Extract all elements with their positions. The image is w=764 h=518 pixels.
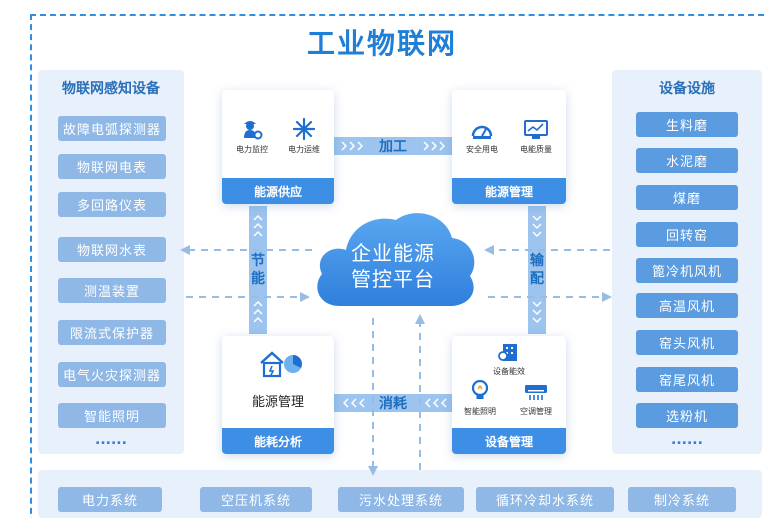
right-item[interactable]: 回转窑 [636,222,738,247]
bottom-flow-band: 消耗 [334,394,452,412]
energy-management-card[interactable]: 安全用电 电能质量 能源管理 [452,90,566,204]
right-item[interactable]: 生料磨 [636,112,738,137]
bottom-item[interactable]: 制冷系统 [628,487,736,512]
right-item[interactable]: 窑尾风机 [636,367,738,392]
right-item[interactable]: 篦冷机风机 [636,258,738,283]
bottom-item[interactable]: 污水处理系统 [338,487,464,512]
right-item[interactable]: 窑头风机 [636,330,738,355]
left-flow-band: 节能 [249,206,267,334]
cloud-icon [317,213,475,306]
safe-power-label: 安全用电 [466,145,498,154]
house-chart-icon [260,351,302,378]
smart-lighting-item[interactable]: 智能照明 [454,379,506,417]
power-maintenance-label: 电力运维 [288,145,320,154]
left-item[interactable]: 故障电弧探测器 [58,116,166,141]
bottom-flow-label: 消耗 [379,396,407,412]
right-panel: 设备设施 生料磨 水泥磨 煤磨 回转窑 篦冷机风机 高温风机 窑头风机 窑尾风机… [612,70,762,454]
bulb-icon [471,379,489,399]
power-quality-item[interactable]: 电能质量 [512,120,560,155]
dashed-frame [30,14,764,518]
energy-analysis-label: 能源管理 [251,395,304,410]
bottom-panel: 电力系统 空压机系统 污水处理系统 循环冷却水系统 制冷系统 [38,470,762,518]
right-panel-title: 设备设施 [659,81,715,97]
safe-power-item[interactable]: 安全用电 [458,120,506,155]
bottom-item[interactable]: 空压机系统 [200,487,312,512]
left-flow-label: 节能 [251,253,265,287]
power-monitor-label: 电力监控 [236,145,268,154]
left-item[interactable]: 物联网水表 [58,237,166,262]
top-flow-label: 加工 [379,139,407,155]
left-more: ...... [95,432,127,448]
power-monitor-item[interactable]: 电力监控 [228,118,276,155]
right-flow-label: 输配 [530,253,544,287]
left-item[interactable]: 智能照明 [58,403,166,428]
left-flow-chevrons-icon [253,214,263,323]
left-item[interactable]: 物联网电表 [58,154,166,179]
cloud-title-line2: 管控平台 [351,267,435,291]
left-panel: 物联网感知设备 故障电弧探测器 物联网电表 多回路仪表 物联网水表 测温装置 限… [38,70,184,454]
right-item[interactable]: 水泥磨 [636,148,738,173]
right-flow-band: 输配 [528,206,546,334]
gauge-icon [471,125,493,139]
right-item[interactable]: 选粉机 [636,403,738,428]
power-maintenance-item[interactable]: 电力运维 [280,117,328,155]
device-efficiency-item[interactable]: 设备能效 [482,342,536,377]
bottom-flow-chevrons-icon [342,398,447,408]
smart-lighting-label: 智能照明 [464,407,496,416]
monitor-chart-icon [524,120,548,139]
energy-management-footer: 能源管理 [452,178,566,204]
page-title: 工业物联网 [306,27,457,60]
aircon-icon [525,385,547,400]
building-icon [498,344,517,361]
device-management-card[interactable]: 设备能效 智能照明 空调管理 设备管理 [452,336,566,454]
left-panel-title: 物联网感知设备 [62,81,160,97]
device-management-footer: 设备管理 [452,428,566,454]
top-flow-chevrons-icon [341,141,446,151]
bottom-item[interactable]: 循环冷却水系统 [476,487,614,512]
right-more: ...... [671,432,703,448]
cloud-title-line1: 企业能源 [351,241,435,265]
device-efficiency-label: 设备能效 [493,367,525,376]
bottom-item[interactable]: 电力系统 [58,487,162,512]
right-flow-chevrons-icon [532,215,542,324]
left-item[interactable]: 电气火灾探测器 [58,362,166,387]
top-flow-band: 加工 [334,137,452,155]
right-item[interactable]: 煤磨 [636,185,738,210]
aircon-management-label: 空调管理 [520,407,552,416]
energy-supply-card[interactable]: 电力监控 电力运维 能源供应 [222,90,334,204]
left-item[interactable]: 测温装置 [58,278,166,303]
left-item[interactable]: 多回路仪表 [58,192,166,217]
energy-supply-footer: 能源供应 [222,178,334,204]
aircon-management-item[interactable]: 空调管理 [510,384,562,417]
energy-analysis-footer: 能耗分析 [222,428,334,454]
worker-gear-icon [244,121,263,140]
right-item[interactable]: 高温风机 [636,293,738,318]
energy-analysis-card[interactable]: 能源管理 能耗分析 [222,336,334,454]
power-quality-label: 电能质量 [520,145,552,154]
snowflake-icon [292,117,316,141]
left-item[interactable]: 限流式保护器 [58,320,166,345]
